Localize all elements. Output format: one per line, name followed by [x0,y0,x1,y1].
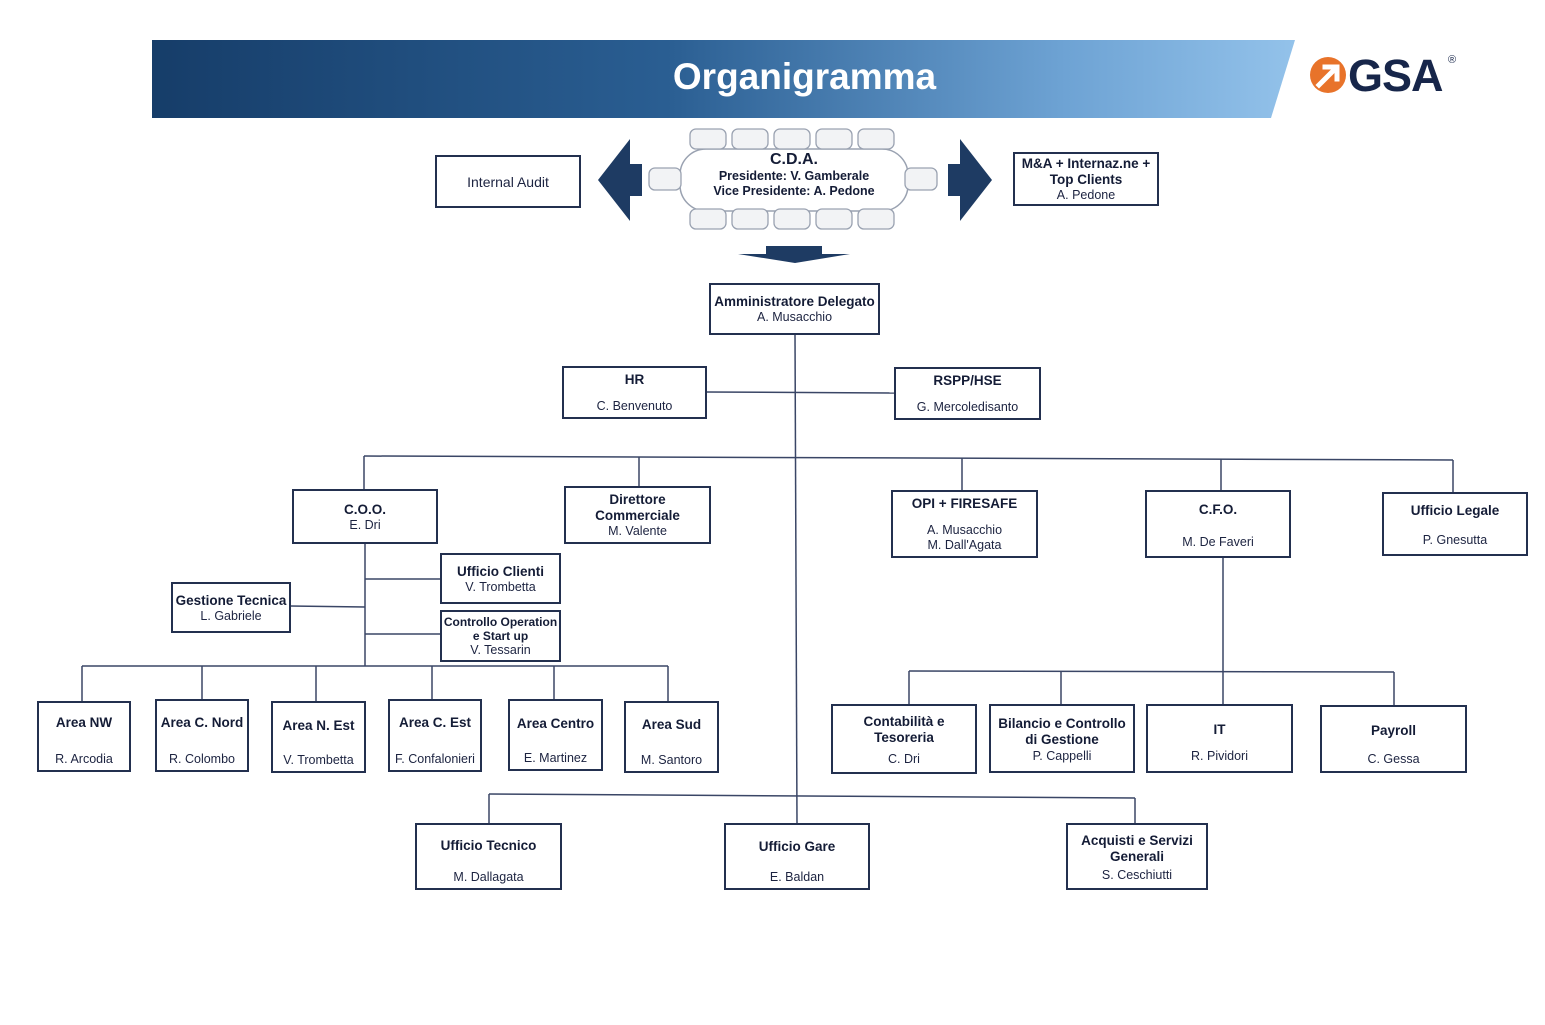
finance-unit-box: Payroll C. Gessa [1320,705,1467,773]
arrow-down-icon [738,246,850,263]
area-box: Area NW R. Arcodia [37,701,131,772]
ufficio-clienti-box: Ufficio Clienti V. Trombetta [440,553,561,604]
rspp-title: RSPP/HSE [933,373,1002,388]
bottom-unit-box: Ufficio Gare E. Baldan [724,823,870,890]
area-title: Area N. Est [282,718,355,733]
ma-box: M&A + Internaz.ne + Top Clients A. Pedon… [1013,152,1159,206]
finance-unit-box: Bilancio e Controllo di Gestione P. Capp… [989,704,1135,773]
area-name: V. Trombetta [283,753,354,767]
coo-name: E. Dri [349,517,381,532]
ufficio-legale-box: Ufficio Legale P. Gnesutta [1382,492,1528,556]
hr-box: HR C. Benvenuto [562,366,707,419]
internal-audit-box: Internal Audit [435,155,581,208]
bottom-unit-box: Ufficio Tecnico M. Dallagata [415,823,562,890]
bottom-unit-title: Ufficio Gare [758,839,836,854]
controllo-operation-box: Controllo Operation e Start up V. Tessar… [440,610,561,662]
finance-unit-title: IT [1213,722,1226,737]
arrow-left-icon [598,139,642,221]
area-box: Area C. Nord R. Colombo [155,699,249,772]
arrow-right-icon [948,139,992,221]
area-box: Area Sud M. Santoro [624,701,719,773]
bottom-unit-box: Acquisti e Servizi Generali S. Ceschiutt… [1066,823,1208,890]
area-name: F. Confalonieri [395,752,475,766]
ufficio-clienti-title: Ufficio Clienti [457,563,544,579]
finance-unit-title: Payroll [1370,723,1417,738]
opi-firesafe-box: OPI + FIRESAFE A. Musacchio M. Dall'Agat… [891,490,1038,558]
gestione-tecnica-title: Gestione Tecnica [175,592,287,608]
finance-unit-box: IT R. Pividori [1146,704,1293,773]
finance-unit-box: Contabilità e Tesoreria C. Dri [831,704,977,774]
gestione-tecnica-box: Gestione Tecnica L. Gabriele [171,582,291,633]
finance-unit-name: R. Pividori [1191,749,1248,763]
area-box: Area N. Est V. Trombetta [271,701,366,773]
ceo-name: A. Musacchio [756,310,833,324]
area-name: E. Martinez [523,751,588,765]
cfo-box: C.F.O. M. De Faveri [1145,490,1291,558]
board-title: C.D.A. [770,151,818,168]
finance-unit-title: Bilancio e Controllo di Gestione [998,716,1126,747]
area-box: Area C. Est F. Confalonieri [388,699,482,772]
bottom-unit-name: M. Dallagata [453,870,524,884]
controllo-operation-name: V. Tessarin [470,642,531,657]
area-name: R. Colombo [169,752,235,766]
direttore-title: Direttore Commerciale [595,492,680,523]
hr-title: HR [624,372,645,387]
rspp-name: G. Mercoledisanto [916,400,1019,414]
opi-names: A. Musacchio M. Dall'Agata [926,523,1003,552]
area-title: Area Centro [516,716,595,731]
area-title: Area C. Nord [160,715,244,730]
bottom-unit-name: E. Baldan [769,870,825,884]
coo-box: C.O.O. E. Dri [292,489,438,544]
cfo-title: C.F.O. [1198,502,1238,517]
company-logo: GSA ® [1308,50,1468,105]
rspp-box: RSPP/HSE G. Mercoledisanto [894,367,1041,420]
board-vice-president: Vice Presidente: A. Pedone [713,184,875,198]
bottom-unit-title: Ufficio Tecnico [440,838,537,853]
legale-title: Ufficio Legale [1410,503,1500,518]
logo-registered-mark: ® [1448,54,1457,66]
controllo-operation-title: Controllo Operation e Start up [443,614,558,643]
hr-name: C. Benvenuto [596,399,673,413]
finance-unit-name: C. Gessa [1367,752,1420,766]
area-title: Area Sud [641,717,702,732]
cfo-name: M. De Faveri [1182,535,1254,549]
area-box: Area Centro E. Martinez [508,699,603,771]
finance-unit-title: Contabilità e Tesoreria [863,714,945,745]
boardroom-table-icon [648,128,938,230]
internal-audit-label: Internal Audit [467,174,549,190]
direttore-name: M. Valente [608,524,667,538]
board-president: Presidente: V. Gamberale [718,169,870,183]
legale-name: P. Gnesutta [1422,533,1488,547]
logo-text: GSA [1348,50,1444,101]
area-name: M. Santoro [640,753,703,767]
opi-title: OPI + FIRESAFE [911,496,1018,511]
finance-unit-name: C. Dri [888,752,920,766]
ceo-box: Amministratore Delegato A. Musacchio [709,283,880,335]
gsa-arrow-icon [1310,57,1346,93]
area-title: Area NW [55,715,113,730]
direttore-commerciale-box: Direttore Commerciale M. Valente [564,486,711,544]
area-title: Area C. Est [398,715,472,730]
ma-name: A. Pedone [1056,187,1116,202]
title-banner [152,40,1295,118]
ceo-title: Amministratore Delegato [714,294,875,309]
gestione-tecnica-name: L. Gabriele [200,608,262,623]
area-name: R. Arcodia [55,752,113,766]
page-title: Organigramma [672,56,937,97]
ufficio-clienti-name: V. Trombetta [465,579,536,594]
bottom-unit-title: Acquisti e Servizi Generali [1081,833,1193,864]
finance-unit-name: P. Cappelli [1032,749,1092,763]
bottom-unit-name: S. Ceschiutti [1101,868,1173,882]
board-of-directors: C.D.A. Presidente: V. Gamberale Vice Pre… [686,150,902,208]
coo-title: C.O.O. [343,501,386,517]
ma-title: M&A + Internaz.ne + Top Clients [1021,155,1151,187]
